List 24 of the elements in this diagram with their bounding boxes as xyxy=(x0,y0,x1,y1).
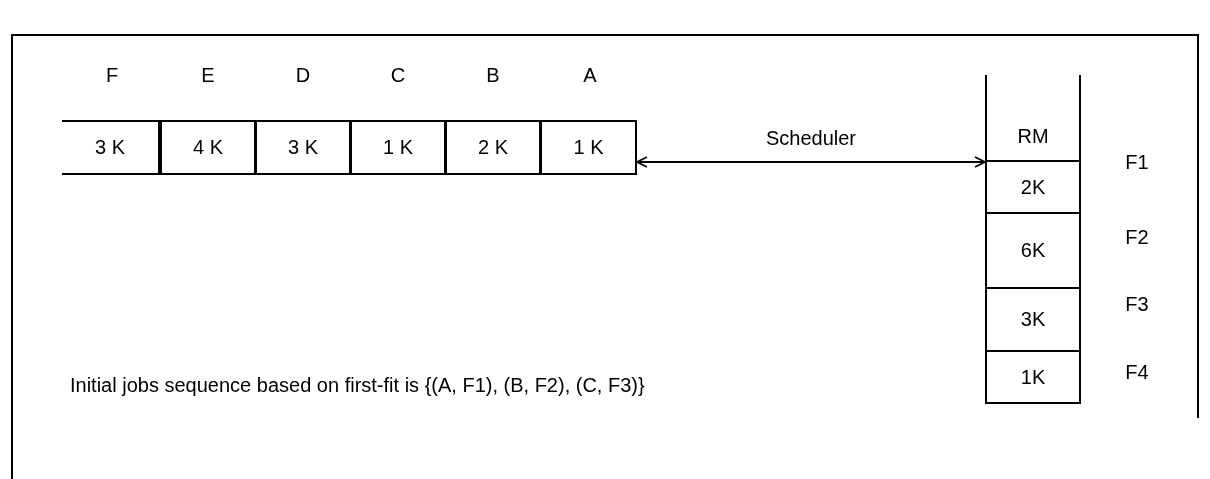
job-size-cell: 1 K xyxy=(350,120,446,175)
edge-label: Scheduler xyxy=(765,126,857,150)
job-letter: D xyxy=(295,63,311,87)
job-letter: C xyxy=(390,63,406,87)
memory-partition-cell: 2K xyxy=(985,160,1081,214)
partition-label: F1 xyxy=(1125,150,1149,174)
memory-partition-cell: 6K xyxy=(985,212,1081,289)
memory-partition-cell: 1K xyxy=(985,350,1081,404)
memory-header-cell: RM xyxy=(985,75,1081,162)
double-arrow xyxy=(636,156,986,168)
partition-label: F3 xyxy=(1125,292,1149,316)
memory-partition-cell: 3K xyxy=(985,287,1081,352)
job-letter: B xyxy=(486,63,500,87)
job-size-cell: 3 K xyxy=(62,120,160,175)
job-letter: E xyxy=(201,63,215,87)
partition-label: F2 xyxy=(1125,225,1149,249)
job-letter: F xyxy=(105,63,119,87)
partition-label: F4 xyxy=(1125,360,1149,384)
job-size-cell: 1 K xyxy=(540,120,637,175)
note-text: Initial jobs sequence based on first-fit is {(A, F1), (B, F2), (C, F3)} xyxy=(70,374,645,397)
job-size-cell: 4 K xyxy=(160,120,256,175)
job-size-cell: 2 K xyxy=(445,120,541,175)
job-letter: A xyxy=(583,63,597,87)
job-size-cell: 3 K xyxy=(255,120,351,175)
